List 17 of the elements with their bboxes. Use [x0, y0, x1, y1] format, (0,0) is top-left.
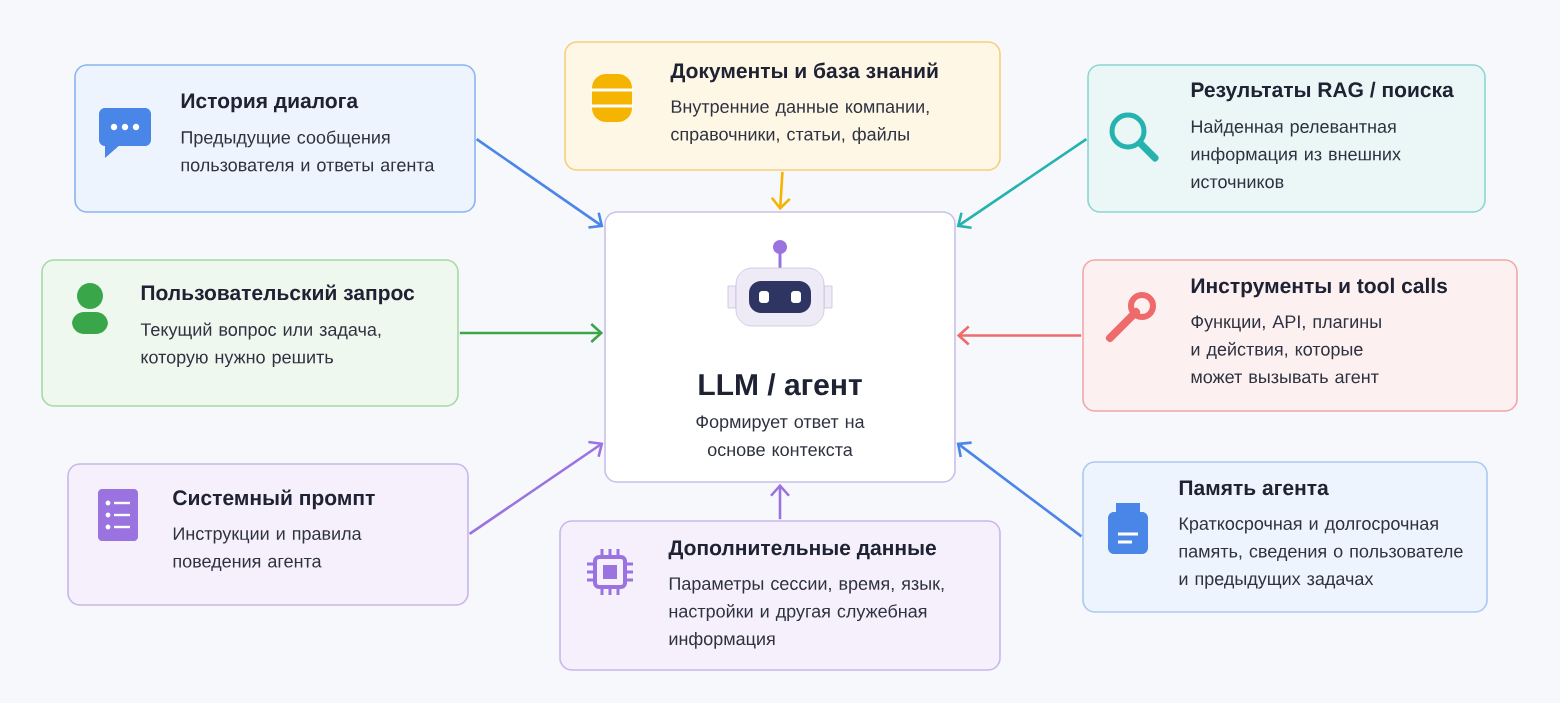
arrow [956, 325, 1082, 346]
card: Системный промпт Инструкции и правила поведения агента [67, 463, 469, 606]
arrow [956, 441, 1083, 538]
arrow [770, 483, 790, 520]
card: История диалога Предыдущие сообщения пользователя и ответы агента [74, 64, 476, 213]
card: Дополнительные данные Параметры сессии, время, язык, настройки и другая служебная информация [559, 520, 1001, 671]
arrow [770, 171, 791, 211]
arrow [459, 323, 604, 343]
card: Память агента Краткосрочная и долгосрочная память, сведения о пользователе и предыдущих задачах [1082, 461, 1488, 613]
card: Документы и база знаний Внутренние данные компании, справочники, статьи, файлы [564, 41, 1001, 171]
arrow [956, 138, 1088, 229]
card: Пользовательский запрос Текущий вопрос или задача, которую нужно решить [41, 259, 459, 407]
card: LLM / агент Формирует ответ на основе контекста [604, 211, 956, 483]
arrow [468, 440, 604, 535]
card: Результаты RAG / поиска Найденная релевантная информация из внешних источников [1087, 64, 1486, 213]
arrow [475, 138, 604, 229]
card: Инструменты и tool calls Функции, API, плагины и действия, которые может вызывать агент [1082, 259, 1518, 412]
